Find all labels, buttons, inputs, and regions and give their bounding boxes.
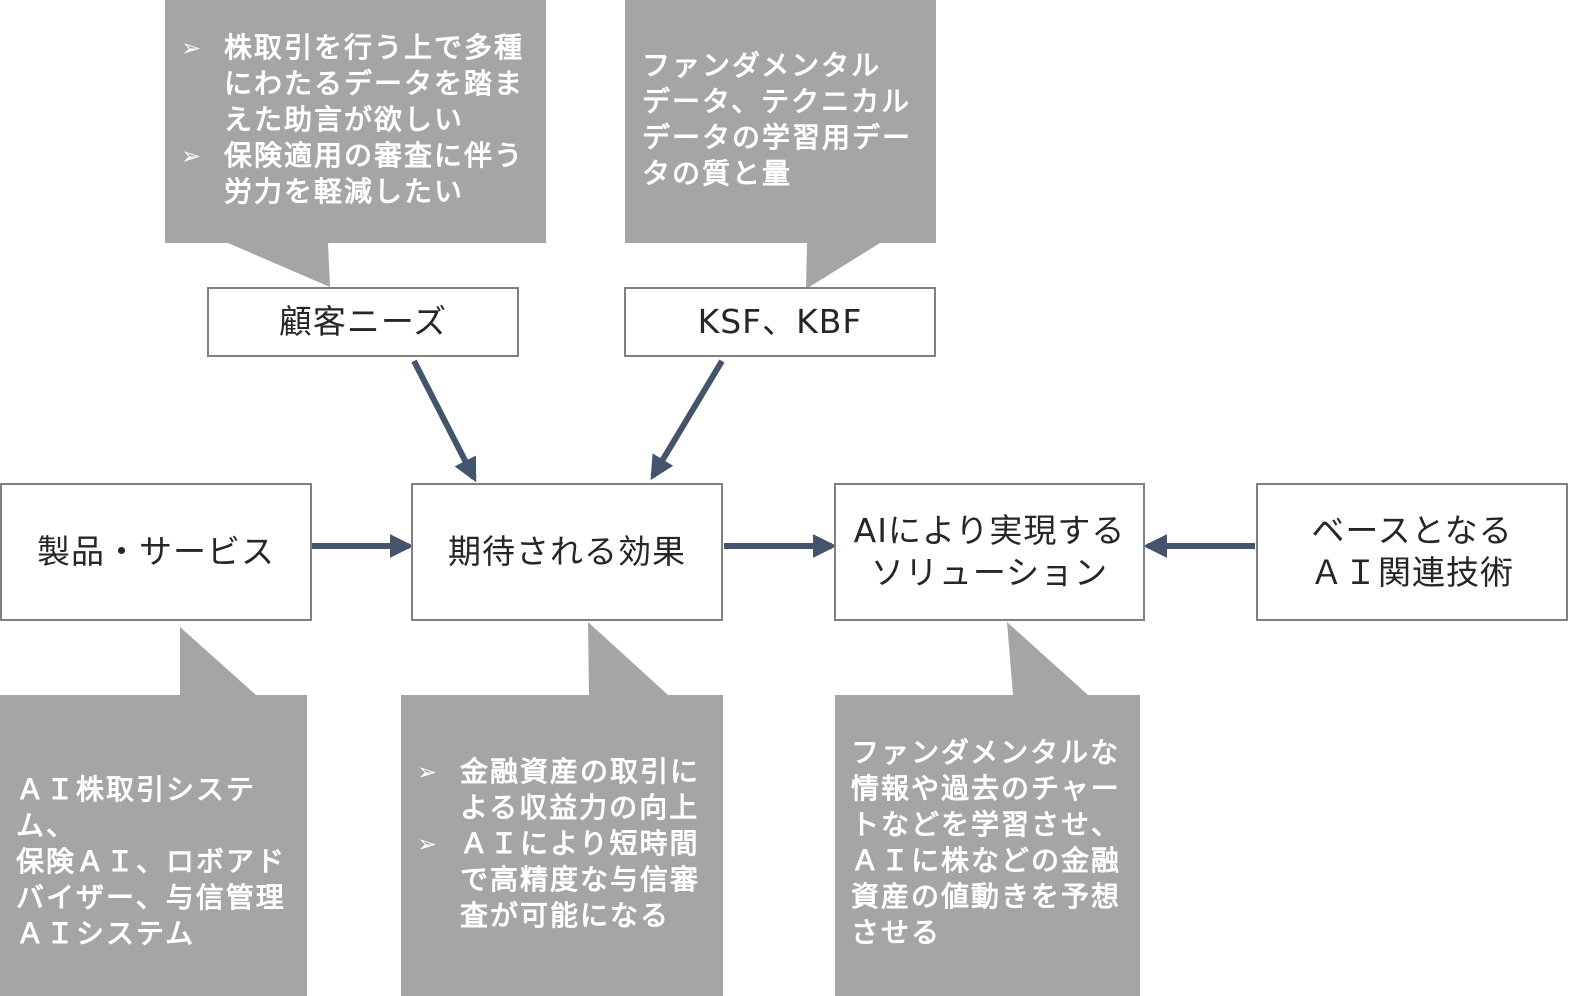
box-products-label: 製品・サービス <box>37 532 275 571</box>
box-products: 製品・サービス <box>0 483 312 621</box>
callout-ai-solution-shape <box>835 622 1140 996</box>
arrowhead-bullet-icon: ➢ <box>417 830 440 858</box>
callout-customer-needs-shape <box>165 0 546 287</box>
callout-expected-effects: ➢ 金融資産の取引に よる収益力の向上 ➢ ＡＩにより短時間 で高精度な与信審 査が… <box>417 754 722 934</box>
box-ai-solution-label: AIにより実現する ソリューション <box>853 511 1126 592</box>
callout-products: ＡＩ株取引システム、 保険ＡＩ、ロボアド バイザー、与信管理 ＡＩシステム <box>16 773 287 950</box>
list-item: ➢ 金融資産の取引に よる収益力の向上 <box>417 754 722 826</box>
box-base-ai-tech-label: ベースとなる ＡＩ関連技術 <box>1310 511 1514 592</box>
bullet-text: 金融資産の取引に よる収益力の向上 <box>460 755 701 824</box>
bullet-text: 保険適用の審査に伴う 労力を軽減したい <box>224 139 525 208</box>
bullet-text: ＡＩにより短時間 で高精度な与信審 査が可能になる <box>460 827 701 932</box>
list-item: ➢ 株取引を行う上で多種 にわたるデータを踏ま えた助言が欲しい <box>181 30 541 138</box>
callout-products-shape <box>0 627 307 996</box>
arrow-ksf-to-effects <box>650 359 725 481</box>
box-ksf-kbf-label: KSF、KBF <box>697 302 863 341</box>
callout-ksf-kbf: ファンダメンタル データ、テクニカル データの学習用デー タの質と量 <box>642 49 913 190</box>
bullet-text: 株取引を行う上で多種 にわたるデータを踏ま えた助言が欲しい <box>224 31 525 136</box>
arrow-needs-to-effects <box>411 359 477 483</box>
arrowhead-bullet-icon: ➢ <box>181 142 204 170</box>
callout-ksf-kbf-shape <box>625 0 936 289</box>
list-item: ➢ ＡＩにより短時間 で高精度な与信審 査が可能になる <box>417 826 722 934</box>
list-item: ➢ 保険適用の審査に伴う 労力を軽減したい <box>181 138 541 210</box>
callout-ai-solution: ファンダメンタルな 情報や過去のチャー トなどを学習させ、 ＡＩに株などの金融 … <box>851 736 1122 949</box>
box-customer-needs: 顧客ニーズ <box>207 287 519 357</box>
box-expected-effects: 期待される効果 <box>411 483 723 621</box>
box-ai-solution: AIにより実現する ソリューション <box>834 483 1145 621</box>
box-customer-needs-label: 顧客ニーズ <box>278 302 448 341</box>
arrowhead-bullet-icon: ➢ <box>181 34 204 62</box>
box-expected-effects-label: 期待される効果 <box>448 532 686 571</box>
arrowhead-bullet-icon: ➢ <box>417 758 440 786</box>
box-ksf-kbf: KSF、KBF <box>624 287 936 357</box>
callout-customer-needs: ➢ 株取引を行う上で多種 にわたるデータを踏ま えた助言が欲しい ➢ 保険適用の審査… <box>181 30 541 210</box>
callout-expected-effects-shape <box>401 622 723 996</box>
box-base-ai-tech: ベースとなる ＡＩ関連技術 <box>1256 483 1568 621</box>
